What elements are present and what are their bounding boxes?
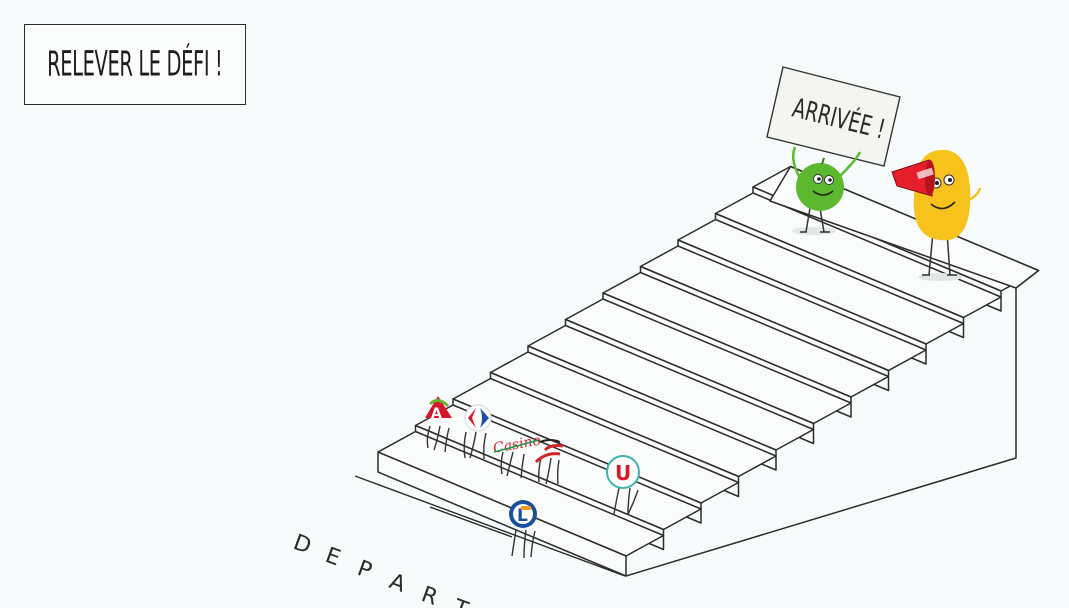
intermarche-logo bbox=[534, 439, 564, 464]
green-apple-character bbox=[791, 146, 862, 235]
leclerc-logo-text: L bbox=[517, 506, 528, 526]
challenge-button-label: RELEVER LE DÉFI ! bbox=[47, 44, 223, 85]
systeme-u-logo-text: U bbox=[615, 461, 631, 485]
leclerc-runner: L bbox=[509, 500, 537, 559]
staircase bbox=[377, 165, 1040, 577]
start-letter-4: A bbox=[386, 569, 409, 598]
systeme-u-logo: U bbox=[606, 455, 640, 489]
start-label: D E P A R T bbox=[290, 530, 472, 608]
challenge-button[interactable]: RELEVER LE DÉFI ! bbox=[24, 24, 246, 105]
start-letter-1: D bbox=[290, 530, 314, 559]
start-letter-2: E bbox=[322, 543, 344, 571]
carrefour-logo bbox=[464, 404, 492, 432]
start-letter-5: R bbox=[418, 582, 441, 608]
systeme-u-runner: U bbox=[606, 455, 640, 515]
finish-sign: ARRIVÉE ! bbox=[766, 66, 901, 167]
ground-lines bbox=[354, 475, 626, 577]
leclerc-logo: L bbox=[509, 500, 537, 528]
start-letter-3: P bbox=[354, 556, 375, 584]
auchan-logo-text: A bbox=[431, 406, 442, 422]
auchan-runner: A bbox=[425, 396, 452, 453]
intermarche-runner bbox=[534, 439, 564, 485]
start-letter-6: T bbox=[449, 595, 472, 608]
auchan-logo: A bbox=[425, 396, 452, 422]
megaphone-icon bbox=[891, 159, 935, 197]
carrefour-runner bbox=[463, 404, 492, 460]
